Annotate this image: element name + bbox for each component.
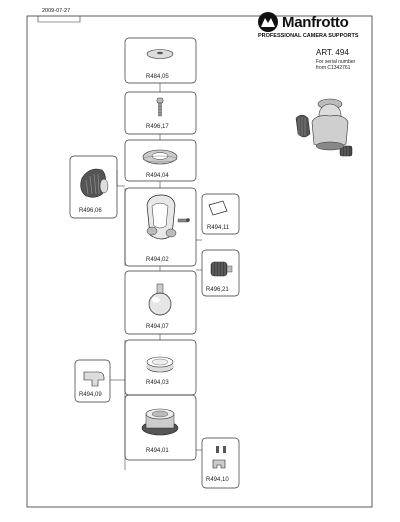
drawing-date: 2009-07-27 xyxy=(42,8,71,14)
brand-name: Manfrotto xyxy=(282,14,349,31)
part-r494-11-drawing xyxy=(208,200,228,216)
part-r496-06-drawing xyxy=(80,168,109,198)
part-label-r494-04: R494,04 xyxy=(146,173,169,179)
part-label-r494-07: R494,07 xyxy=(146,324,169,330)
part-label-r494-10: R494,10 xyxy=(206,477,229,483)
part-label-r496-06: R496,06 xyxy=(79,208,102,214)
part-r494-10-drawing xyxy=(212,446,226,469)
frame-r494-10 xyxy=(201,437,240,489)
part-label-r494-03: R494,03 xyxy=(146,380,169,386)
part-r494-04-drawing xyxy=(142,149,178,165)
manfrotto-logo-icon xyxy=(258,12,278,32)
brand-tagline: PROFESSIONAL CAMERA SUPPORTS xyxy=(258,33,359,39)
part-r494-09-drawing xyxy=(83,371,105,387)
part-frames xyxy=(69,37,240,489)
part-label-r494-11: R494,11 xyxy=(207,225,230,231)
page-border xyxy=(26,15,373,508)
part-label-r494-09: R494,09 xyxy=(79,392,102,398)
serial-line-2: from C1342761 xyxy=(316,65,351,71)
frame-r496-17 xyxy=(124,91,197,135)
frame-r494-04 xyxy=(124,139,197,182)
part-label-r496-17: R496,17 xyxy=(146,124,169,130)
frame-r494-09 xyxy=(74,359,111,403)
part-r494-03-drawing xyxy=(146,356,174,373)
part-r496-21-drawing xyxy=(210,261,233,277)
part-r494-02-drawing xyxy=(146,194,190,240)
frame-r496-21 xyxy=(201,249,240,297)
part-r484-05-drawing xyxy=(146,49,174,59)
part-label-r496-21: R496,21 xyxy=(206,287,229,293)
frame-r494-02 xyxy=(124,187,197,267)
part-label-r494-01: R494,01 xyxy=(146,448,169,454)
part-r494-01-drawing xyxy=(141,408,179,436)
frame-r494-11 xyxy=(201,193,240,235)
frame-r494-01 xyxy=(124,394,197,461)
part-label-r494-02: R494,02 xyxy=(146,257,169,263)
assembled-ballhead-illustration xyxy=(295,98,353,157)
serial-note: For serial number from C1342761 xyxy=(316,59,355,71)
frame-r494-07 xyxy=(124,270,197,335)
article-number: ART. 494 xyxy=(316,48,349,57)
part-r494-07-drawing xyxy=(148,283,172,316)
frame-r496-06 xyxy=(69,155,118,219)
date-tab xyxy=(37,16,81,23)
part-label-r484-05: R484,05 xyxy=(146,74,169,80)
serial-line-1: For serial number xyxy=(316,59,356,65)
frame-r484-05 xyxy=(124,37,197,84)
part-r496-17-drawing xyxy=(156,97,164,117)
